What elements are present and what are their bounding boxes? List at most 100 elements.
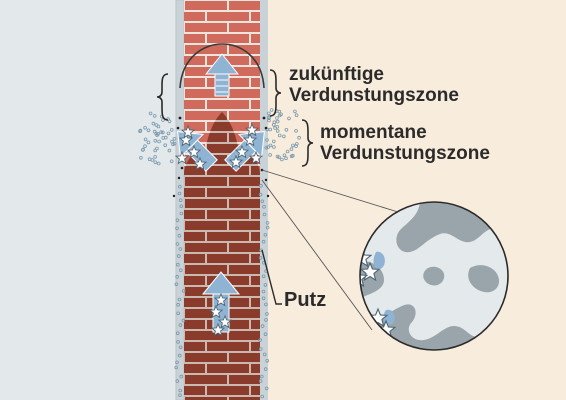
moisture-droplet xyxy=(258,338,262,342)
moisture-droplet xyxy=(275,129,280,133)
moisture-droplet xyxy=(260,324,265,328)
moisture-droplet xyxy=(155,133,159,137)
moisture-droplet xyxy=(157,139,161,144)
moisture-droplet xyxy=(265,312,269,316)
moisture-droplet xyxy=(282,134,286,139)
moisture-droplet xyxy=(263,367,268,371)
bracket-future-right xyxy=(269,69,282,117)
bracket-current xyxy=(301,119,314,167)
moisture-droplet xyxy=(138,129,142,134)
moisture-droplet xyxy=(263,233,268,237)
moisture-droplet xyxy=(179,211,184,216)
moisture-droplet xyxy=(291,143,295,148)
moisture-droplet xyxy=(258,192,263,197)
moisture-droplet xyxy=(148,111,153,116)
plaster-left xyxy=(176,0,184,400)
moisture-droplet xyxy=(277,155,281,160)
moisture-droplet xyxy=(151,121,156,126)
moisture-droplet xyxy=(177,353,182,358)
moisture-droplet xyxy=(261,239,266,244)
moisture-droplet xyxy=(284,128,289,132)
moisture-droplet xyxy=(175,331,180,336)
moisture-droplet xyxy=(261,289,266,294)
moisture-droplet xyxy=(294,129,298,133)
moisture-droplets xyxy=(138,108,301,399)
bracket-future-left xyxy=(156,73,169,121)
moisture-droplet xyxy=(287,116,291,121)
moisture-droplet xyxy=(262,352,267,357)
moisture-droplet xyxy=(177,297,182,302)
moisture-droplet xyxy=(289,154,294,159)
current-evaporation-zone-label: momentane Verdunstungszone xyxy=(320,122,490,164)
moisture-droplet xyxy=(178,388,183,393)
moisture-droplet xyxy=(156,124,161,129)
moisture-droplet xyxy=(178,184,182,189)
moisture-droplet xyxy=(143,144,147,149)
moisture-droplet xyxy=(152,129,157,134)
magnifier-line-top xyxy=(261,169,399,213)
moisture-droplet xyxy=(172,141,177,146)
moisture-droplet xyxy=(181,318,186,323)
moisture-droplet xyxy=(264,302,268,307)
moisture-droplet xyxy=(267,115,271,119)
moisture-droplet xyxy=(179,374,184,379)
moisture-droplet xyxy=(279,112,283,117)
moisture-droplet xyxy=(146,128,151,133)
future-zone-line-1: zukünftige xyxy=(289,64,384,85)
moisture-droplet xyxy=(175,226,179,231)
moisture-droplet xyxy=(294,144,298,148)
moisture-droplet xyxy=(285,149,290,154)
moisture-droplet xyxy=(280,157,284,162)
moisture-droplet xyxy=(152,114,157,118)
moisture-droplet xyxy=(175,274,179,279)
moisture-droplet xyxy=(170,128,174,132)
moisture-droplet xyxy=(175,218,180,223)
moisture-droplet xyxy=(153,160,158,165)
moisture-droplet xyxy=(150,158,155,162)
moisture-droplet xyxy=(169,159,174,164)
moisture-droplet xyxy=(143,126,147,130)
moisture-droplet xyxy=(163,143,168,148)
moisture-droplet xyxy=(174,365,179,370)
moisture-droplet xyxy=(259,374,264,379)
plaster-label: Putz xyxy=(284,289,327,311)
upward-moisture-arrow-bottom xyxy=(201,271,241,336)
moisture-droplet xyxy=(272,120,277,124)
moisture-droplet xyxy=(141,147,145,152)
moisture-droplet xyxy=(263,283,268,287)
moisture-droplet xyxy=(177,233,182,238)
future-zone-line-2: Verdunstungszone xyxy=(289,85,459,106)
moisture-droplet xyxy=(143,137,148,142)
moisture-droplet xyxy=(265,221,270,225)
moisture-droplet xyxy=(260,394,265,399)
moisture-droplet xyxy=(265,225,270,230)
future-evaporation-zone-label: zukünftige Verdunstungszone xyxy=(289,64,459,106)
moisture-droplet xyxy=(177,254,181,258)
moisture-droplet xyxy=(175,379,180,383)
moisture-droplet xyxy=(265,138,269,142)
moisture-droplet xyxy=(294,113,299,117)
moisture-droplet xyxy=(156,161,161,166)
moisture-droplet xyxy=(178,247,183,251)
moisture-droplet xyxy=(153,155,157,159)
moisture-droplet xyxy=(177,191,182,196)
moisture-droplet xyxy=(262,212,267,217)
moisture-droplet xyxy=(166,131,171,136)
plaster-leader-line xyxy=(261,249,282,305)
moisture-droplet xyxy=(267,118,271,123)
moisture-droplet xyxy=(265,358,270,363)
moisture-droplet xyxy=(167,148,172,153)
moisture-droplet xyxy=(258,255,263,260)
moisture-droplet xyxy=(176,302,180,307)
moisture-droplet xyxy=(176,340,180,344)
moisture-droplet xyxy=(275,116,279,120)
moisture-droplet xyxy=(258,347,263,351)
moisture-droplet xyxy=(268,153,272,157)
moisture-droplet xyxy=(161,130,165,135)
moisture-droplet xyxy=(266,111,271,116)
moisture-droplet xyxy=(262,204,266,209)
moisture-droplet xyxy=(146,140,151,145)
moisture-droplet xyxy=(175,360,179,365)
